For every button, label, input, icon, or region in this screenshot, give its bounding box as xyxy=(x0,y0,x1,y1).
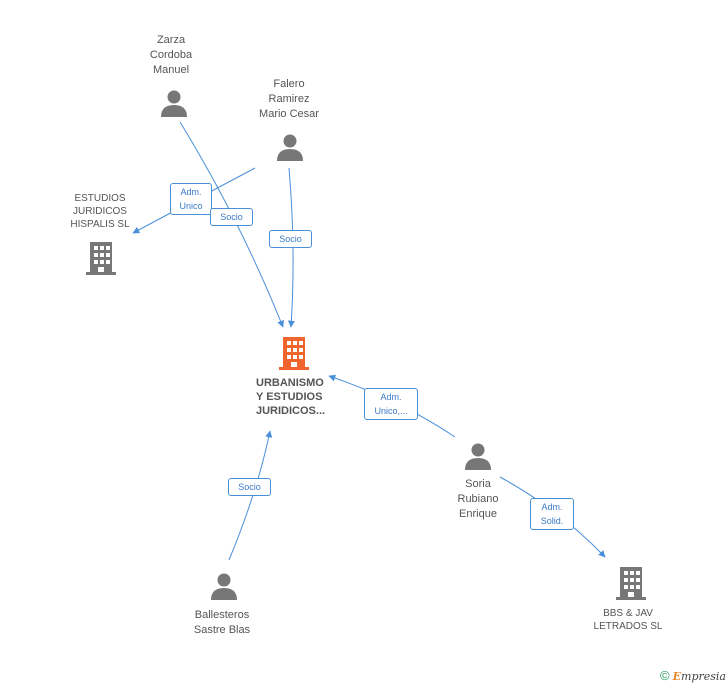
person-icon-ballesteros[interactable] xyxy=(211,573,237,601)
node-label-line: Y ESTUDIOS xyxy=(256,391,323,403)
copyright-icon: © xyxy=(660,668,670,683)
edge-label-line: Socio xyxy=(238,482,261,492)
node-label-estudios[interactable]: ESTUDIOS JURIDICOS HISPALIS SL xyxy=(60,192,140,231)
person-icon-falero[interactable] xyxy=(277,134,303,162)
edge-label-falero-urbanismo[interactable]: Socio xyxy=(269,230,312,248)
edge-label-soria-bbs[interactable]: Adm. Solid. xyxy=(530,498,574,530)
edge-label-soria-urbanismo[interactable]: Adm. Unico,... xyxy=(364,388,418,420)
node-label-line: Zarza xyxy=(156,34,186,46)
node-label-falero[interactable]: Falero Ramirez Mario Cesar xyxy=(248,77,330,122)
node-label-line: Ramirez xyxy=(268,93,310,105)
person-icon-soria[interactable] xyxy=(465,443,491,471)
edge-label-line: Unico,... xyxy=(374,406,408,416)
edge-label-falero-estudios[interactable]: Adm. Unico xyxy=(170,183,212,215)
edge-label-line: Socio xyxy=(220,212,243,222)
node-label-line: Manuel xyxy=(152,64,190,76)
brand-rest: mpresia xyxy=(681,670,726,683)
building-icon-urbanismo[interactable] xyxy=(279,337,309,370)
edge-label-line: Adm. xyxy=(541,502,563,512)
node-label-urbanismo[interactable]: URBANISMO Y ESTUDIOS JURIDICOS... xyxy=(256,376,336,418)
node-label-soria[interactable]: Soria Rubiano Enrique xyxy=(440,477,516,522)
edge-label-line: Solid. xyxy=(540,516,564,526)
node-label-line: Ballesteros xyxy=(194,609,250,621)
node-label-line: JURIDICOS xyxy=(73,206,127,217)
building-icon-bbs[interactable] xyxy=(616,567,646,600)
edge-label-line: Unico xyxy=(179,201,203,211)
node-label-ballesteros[interactable]: Ballesteros Sastre Blas xyxy=(180,608,264,638)
node-label-line: Rubiano xyxy=(457,493,499,505)
node-label-line: URBANISMO xyxy=(256,377,324,389)
edge-label-line: Adm. xyxy=(380,392,402,402)
node-label-line: Falero xyxy=(273,78,305,90)
edge-label-zarza-urbanismo[interactable]: Socio xyxy=(210,208,253,226)
node-label-line: Soria xyxy=(465,478,491,490)
node-label-line: ESTUDIOS xyxy=(74,193,126,204)
node-label-line: HISPALIS SL xyxy=(70,219,130,230)
node-label-line: LETRADOS SL xyxy=(593,621,663,632)
edge-label-line: Adm. xyxy=(180,187,202,197)
building-icon-estudios[interactable] xyxy=(86,242,116,275)
brand-initial: E xyxy=(672,670,682,683)
edge-label-line: Socio xyxy=(279,234,302,244)
edge-falero-urbanismo xyxy=(287,167,295,328)
node-label-zarza[interactable]: Zarza Cordoba Manuel xyxy=(138,33,204,78)
node-label-line: Enrique xyxy=(459,508,497,520)
node-label-line: Mario Cesar xyxy=(259,108,319,120)
node-label-line: Cordoba xyxy=(149,49,193,61)
node-label-line: BBS & JAV xyxy=(603,608,653,619)
node-label-line: Sastre Blas xyxy=(193,624,251,636)
node-label-bbs[interactable]: BBS & JAV LETRADOS SL xyxy=(586,607,670,633)
brand-name: Empresia xyxy=(673,670,726,683)
node-label-line: JURIDICOS... xyxy=(256,405,326,417)
empresia-watermark: ©Empresia xyxy=(660,668,726,683)
person-icon-zarza[interactable] xyxy=(161,90,187,118)
edge-label-ballesteros-urbanismo[interactable]: Socio xyxy=(228,478,271,496)
